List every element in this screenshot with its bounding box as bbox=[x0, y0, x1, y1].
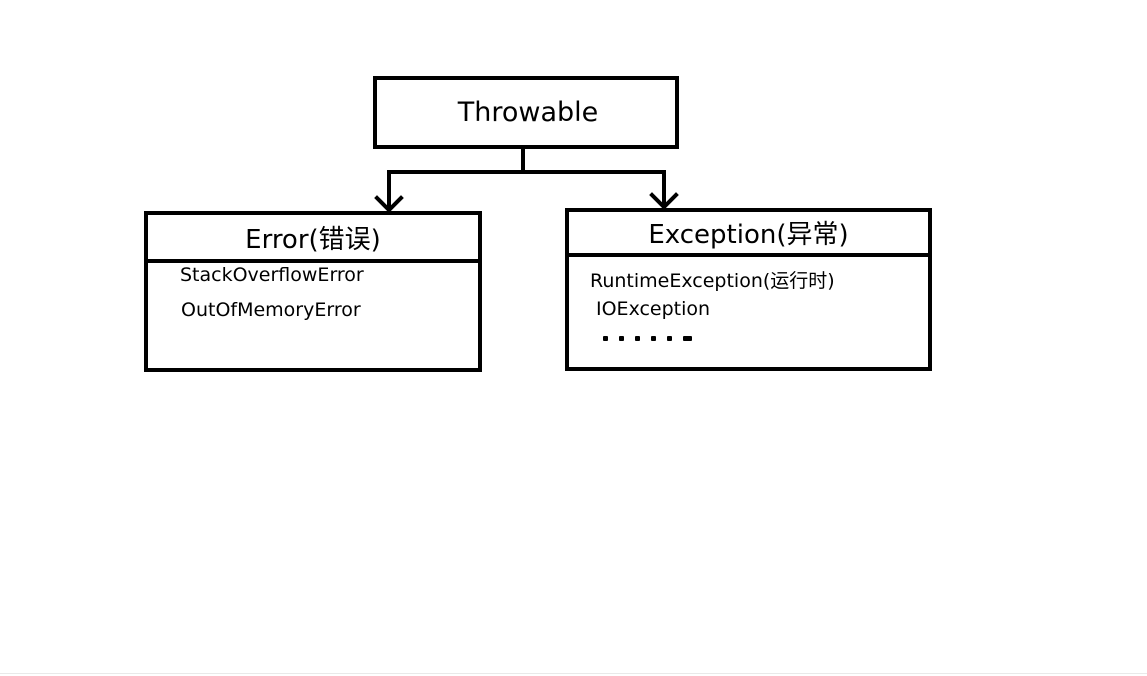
ellipsis-mark bbox=[651, 336, 656, 341]
error-arrowhead bbox=[374, 195, 404, 213]
exception-label: Exception(异常) bbox=[648, 220, 849, 250]
exception-item: IOException bbox=[596, 298, 711, 320]
ellipsis-mark bbox=[667, 336, 672, 341]
throwable-node: Throwable bbox=[373, 76, 679, 149]
exception-node: Exception(异常) RuntimeException(运行时) IOEx… bbox=[565, 208, 932, 371]
error-item: OutOfMemoryError bbox=[181, 299, 361, 321]
error-header: Error(错误) bbox=[148, 215, 478, 263]
exception-item: RuntimeException(运行时) bbox=[590, 270, 835, 292]
ellipsis-mark bbox=[683, 336, 692, 341]
error-label: Error(错误) bbox=[245, 224, 381, 255]
ellipsis-mark bbox=[635, 336, 640, 341]
page-bottom-border bbox=[0, 673, 1147, 674]
ellipsis-mark bbox=[619, 336, 624, 341]
exception-arrowhead bbox=[649, 192, 679, 210]
error-item: StackOverflowError bbox=[180, 264, 364, 286]
ellipsis-marks bbox=[603, 336, 692, 341]
exception-header: Exception(异常) bbox=[569, 212, 928, 257]
error-node: Error(错误) StackOverflowError OutOfMemory… bbox=[144, 211, 482, 372]
ellipsis-mark bbox=[603, 336, 608, 341]
throwable-label: Throwable bbox=[457, 97, 599, 128]
